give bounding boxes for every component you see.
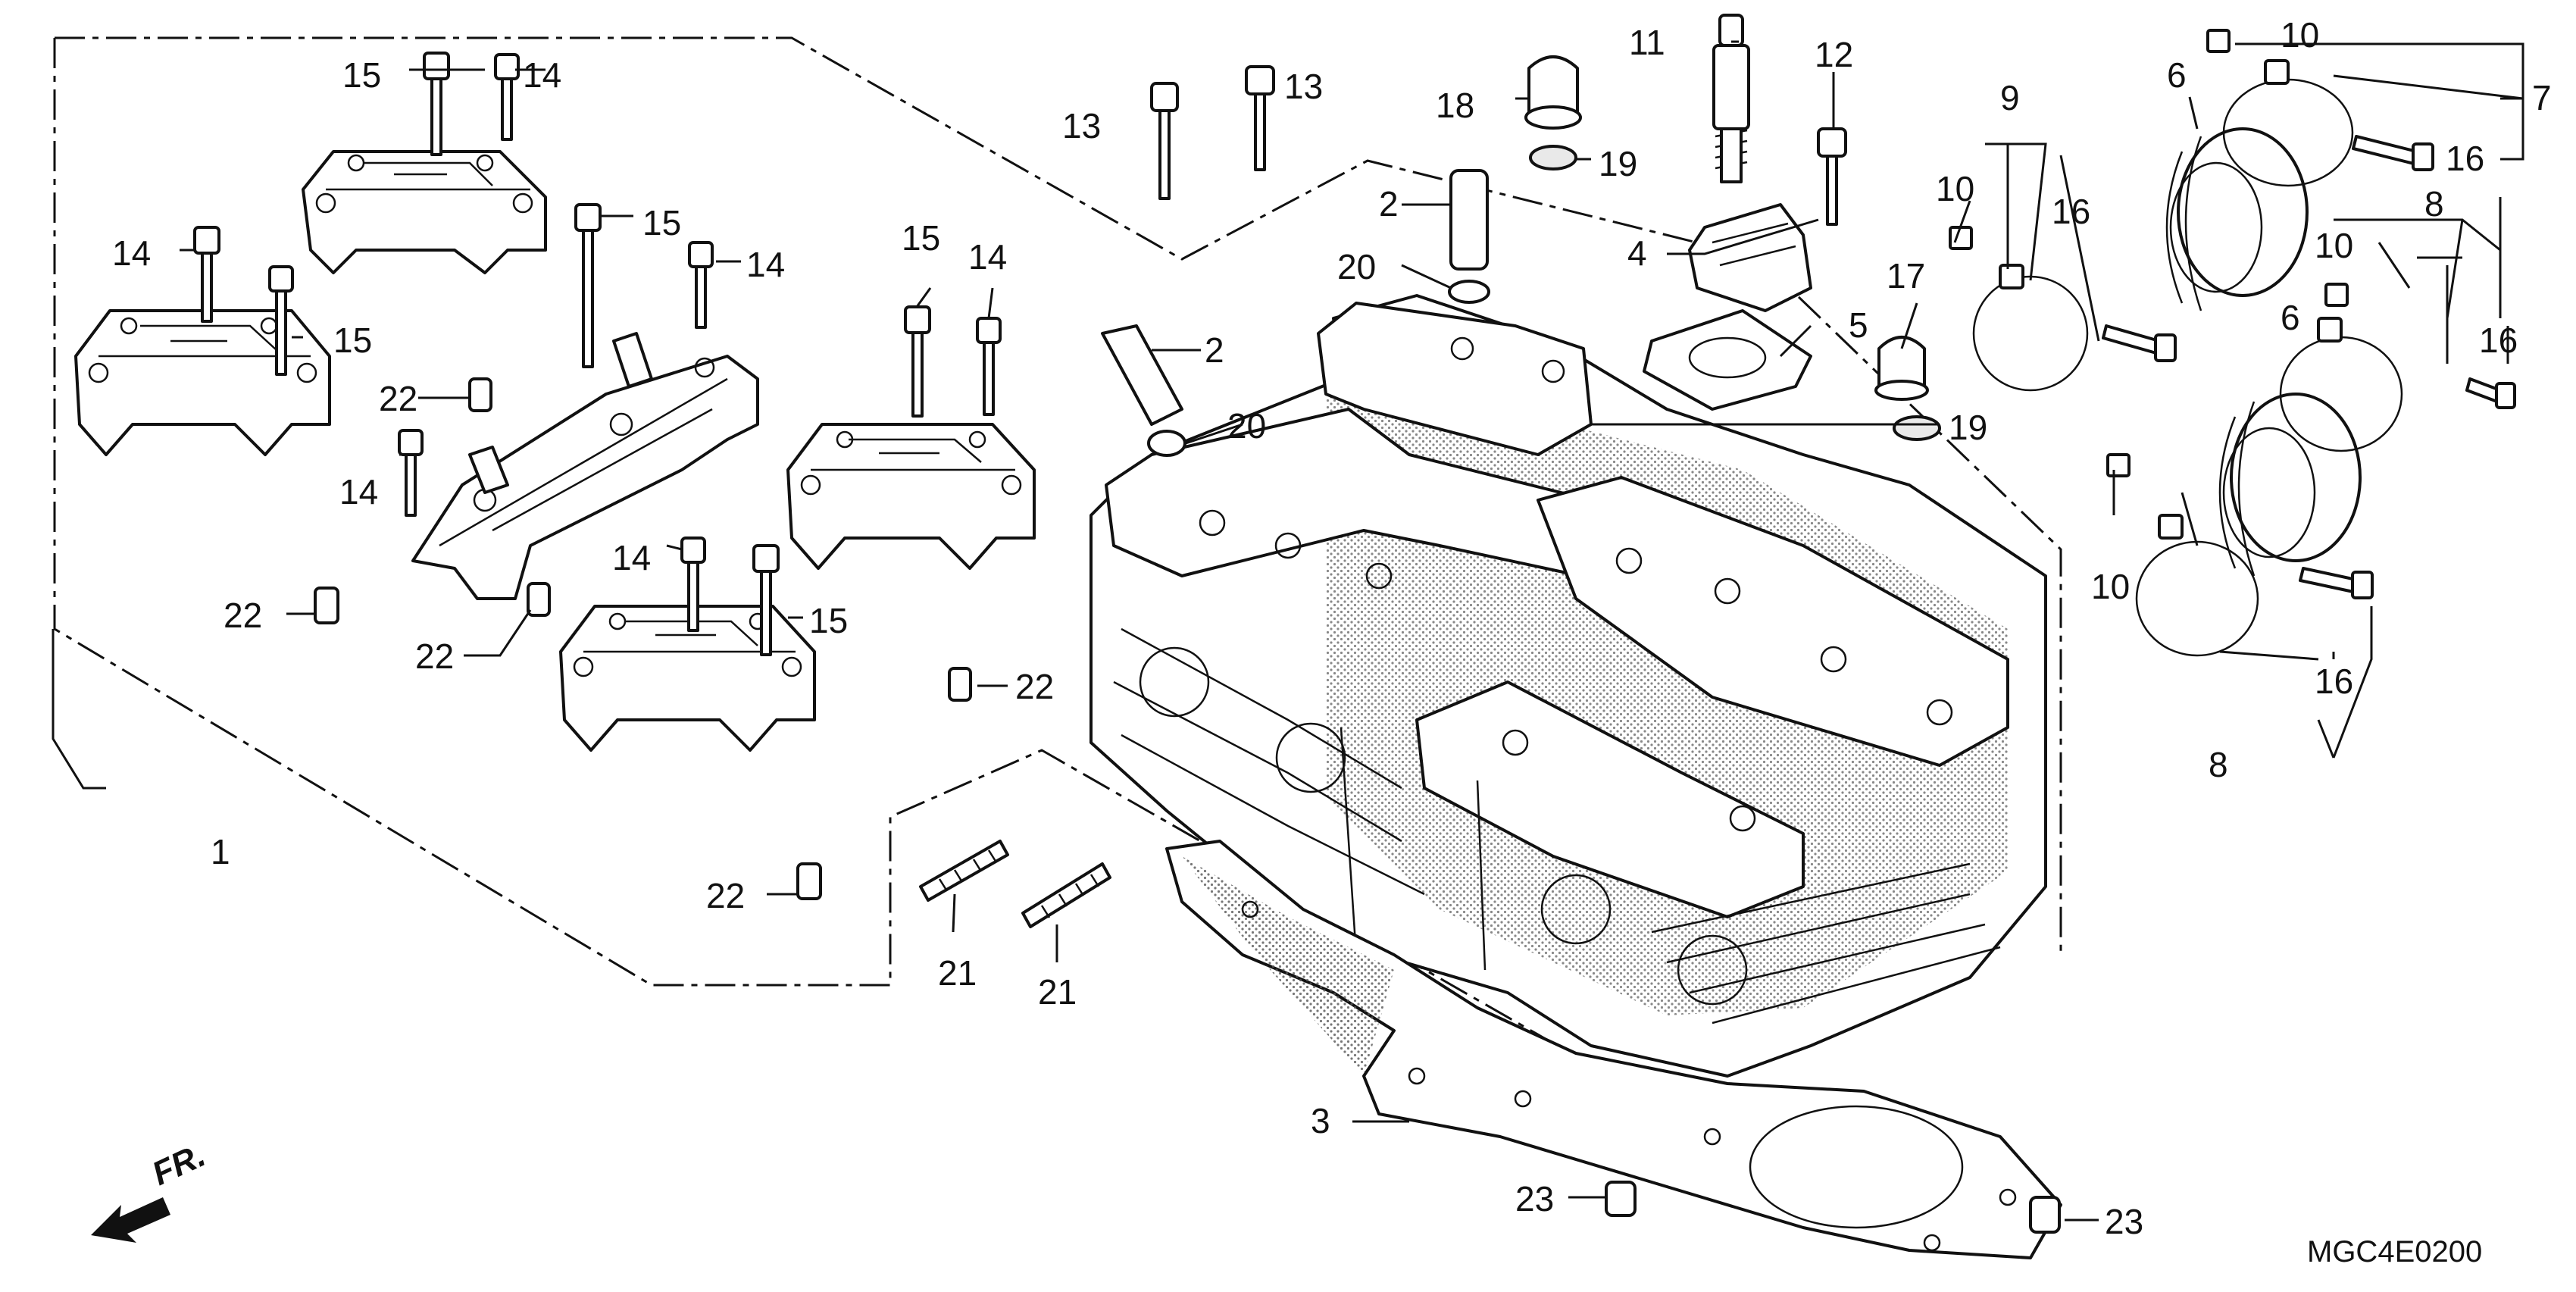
callout-11: 11: [1629, 23, 1665, 62]
callout-14: 14: [612, 538, 651, 577]
washer-19-top: [1529, 145, 1577, 170]
diagram-code: MGC4E0200: [2307, 1235, 2482, 1269]
camshaft-holder-center: [411, 332, 759, 600]
callout-7: 7: [2532, 78, 2552, 117]
front-direction-arrow: FR.: [91, 1137, 211, 1243]
callout-9: 9: [2000, 78, 2020, 117]
callout-15: 15: [809, 601, 848, 640]
callout-22: 22: [706, 876, 745, 915]
camshaft-holder-upper-left: [302, 150, 547, 274]
camshaft-holder-lower: [559, 605, 816, 752]
callout-5: 5: [1849, 305, 1868, 345]
callout-6: 6: [2167, 55, 2187, 95]
oil-jets: [1101, 169, 1490, 457]
callout-22: 22: [415, 637, 454, 676]
nuts-10: [1949, 29, 2349, 477]
callout-18: 18: [1436, 86, 1474, 125]
callout-16: 16: [2052, 192, 2090, 231]
screws-16: [2102, 135, 2516, 599]
callout-13: 13: [1062, 106, 1101, 145]
callout-10: 10: [2315, 226, 2353, 265]
plug-18: [1524, 55, 1582, 130]
callout-14: 14: [339, 472, 378, 511]
holder-group-boundary: [53, 36, 2062, 1153]
callout-20: 20: [1227, 406, 1266, 446]
callout-14: 14: [523, 55, 561, 95]
top-bolts: [1150, 65, 1275, 200]
callout-19: 19: [1949, 408, 1987, 447]
callout-15: 15: [333, 321, 372, 360]
head-gasket: [1165, 840, 2062, 1259]
washer-19-bottom: [1893, 415, 1941, 441]
callout-19: 19: [1599, 144, 1637, 183]
holder-bolts: [193, 52, 1002, 656]
clamp-bands: [1972, 59, 2403, 657]
leader-lines: [52, 40, 2524, 1222]
callout-13: 13: [1284, 67, 1323, 106]
callout-labels: 1 2 2 3 4 5 6 6 7 8 8 9 10 10 10 10 11 1…: [112, 15, 2552, 1241]
bolt-12: [1817, 127, 1847, 226]
callout-16: 16: [2315, 662, 2353, 701]
callout-2: 2: [1205, 330, 1224, 370]
callout-14: 14: [746, 245, 785, 284]
callout-8: 8: [2424, 184, 2444, 224]
callout-14: 14: [112, 233, 151, 273]
front-marker-label: FR.: [147, 1137, 211, 1193]
callout-10: 10: [2091, 567, 2130, 606]
callout-15: 15: [642, 203, 681, 242]
callout-16: 16: [2446, 139, 2484, 178]
callout-23: 23: [1515, 1179, 1554, 1218]
callout-21: 21: [1038, 972, 1077, 1012]
callout-10: 10: [2281, 15, 2319, 55]
callout-1: 1: [211, 832, 230, 871]
callout-3: 3: [1311, 1101, 1330, 1140]
camshaft-holder-right: [786, 423, 1036, 570]
cylinder-head: [1089, 294, 2047, 1078]
dowels-23: [1605, 1181, 2061, 1234]
callout-17: 17: [1887, 256, 1925, 296]
callout-20: 20: [1337, 247, 1376, 286]
callout-6: 6: [2281, 298, 2300, 337]
callout-4: 4: [1627, 233, 1647, 273]
studs-21: [919, 840, 1111, 928]
plug-17: [1874, 336, 1929, 401]
spark-plug: [1712, 14, 1750, 183]
breather-gasket: [1643, 309, 1812, 411]
dowel-pins: [314, 377, 972, 900]
callout-21: 21: [938, 953, 977, 993]
callout-15: 15: [902, 218, 940, 258]
callout-14: 14: [968, 237, 1007, 277]
callout-16: 16: [2479, 321, 2518, 360]
callout-12: 12: [1815, 35, 1853, 74]
callout-23: 23: [2105, 1202, 2143, 1241]
callout-10: 10: [1936, 169, 1974, 208]
callout-22: 22: [379, 379, 417, 418]
insulator-lower: [2218, 393, 2362, 577]
insulator-upper: [2165, 127, 2309, 311]
callout-15: 15: [342, 55, 381, 95]
callout-22: 22: [224, 596, 262, 635]
callout-22: 22: [1015, 667, 1054, 706]
breather-cover: [1688, 203, 1812, 312]
camshaft-holder-left: [74, 309, 331, 456]
callout-8: 8: [2209, 745, 2228, 784]
callout-2: 2: [1379, 184, 1399, 224]
